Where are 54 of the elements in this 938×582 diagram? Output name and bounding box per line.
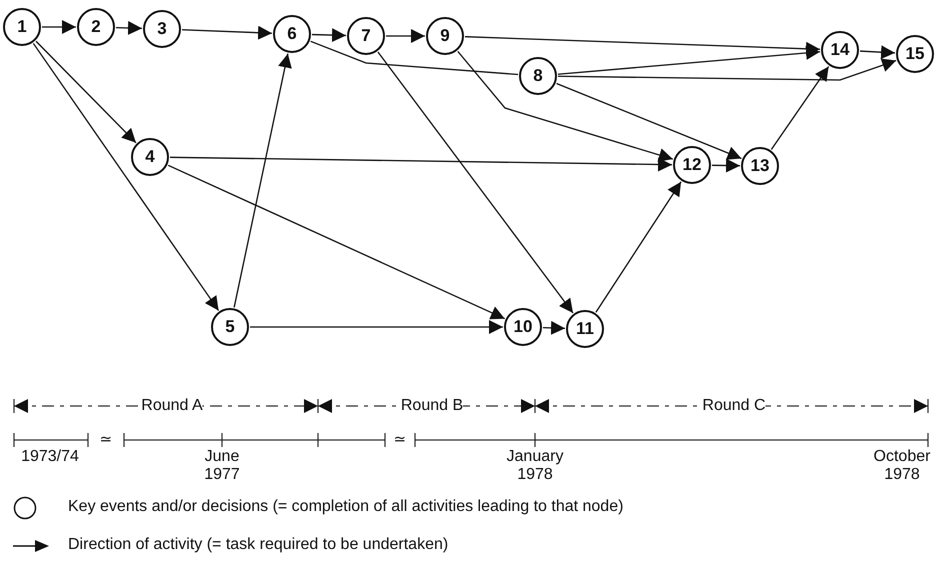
arrow: [168, 164, 506, 320]
arrow: [377, 52, 574, 314]
event-circle: [741, 147, 779, 185]
event-number: 11: [576, 319, 594, 339]
event-circle: [566, 310, 604, 348]
event-circle: [3, 8, 41, 46]
arrow: [312, 28, 346, 42]
arrow: [116, 20, 142, 35]
arrow: [558, 58, 896, 81]
event-number: 13: [750, 156, 770, 176]
event-circle: [347, 17, 385, 55]
arrow: [464, 36, 820, 56]
event-number: 9: [440, 26, 450, 46]
event-number: 3: [157, 19, 167, 39]
arrow: [558, 46, 820, 75]
event-number: 15: [906, 44, 924, 64]
legend-text: Key events and/or decisions (= completion of all activities leading to that node): [68, 498, 624, 516]
arrow: [170, 156, 672, 172]
legend-text: Direction of activity (= task required to be undertaken): [68, 536, 448, 554]
event-circle: [273, 15, 311, 53]
arrow: [36, 40, 136, 144]
event-circle: [143, 10, 181, 48]
event-circle: [77, 8, 115, 46]
arrow: [556, 82, 742, 160]
arrow: [542, 320, 566, 335]
arrow: [770, 66, 830, 150]
event-circle: [131, 138, 169, 176]
arrow: [860, 45, 896, 60]
arrow: [42, 20, 76, 34]
event-number: 7: [361, 26, 371, 46]
event-circle: [426, 17, 464, 55]
event-circle: [821, 31, 859, 69]
arrow: [712, 158, 740, 172]
event-number: 4: [145, 147, 155, 167]
event-number: 12: [682, 155, 702, 175]
arrow: [32, 43, 220, 311]
event-number: 1: [17, 17, 27, 37]
arrow: [457, 50, 674, 162]
arrow: [234, 53, 292, 308]
event-circle: [211, 308, 249, 346]
event-circle: [673, 146, 711, 184]
event-number: 8: [533, 66, 543, 86]
event-number: 14: [830, 40, 850, 60]
arrow: [595, 181, 682, 313]
event-circle: [504, 308, 542, 346]
event-circle: [519, 57, 557, 95]
arrow: [386, 29, 425, 43]
event-number: 2: [91, 17, 101, 37]
event-number: 6: [287, 24, 297, 44]
arrow: [250, 320, 503, 334]
event-number: 5: [225, 317, 235, 337]
arrow: [182, 26, 272, 40]
event-number: 10: [514, 317, 532, 337]
event-circle: [896, 35, 934, 73]
